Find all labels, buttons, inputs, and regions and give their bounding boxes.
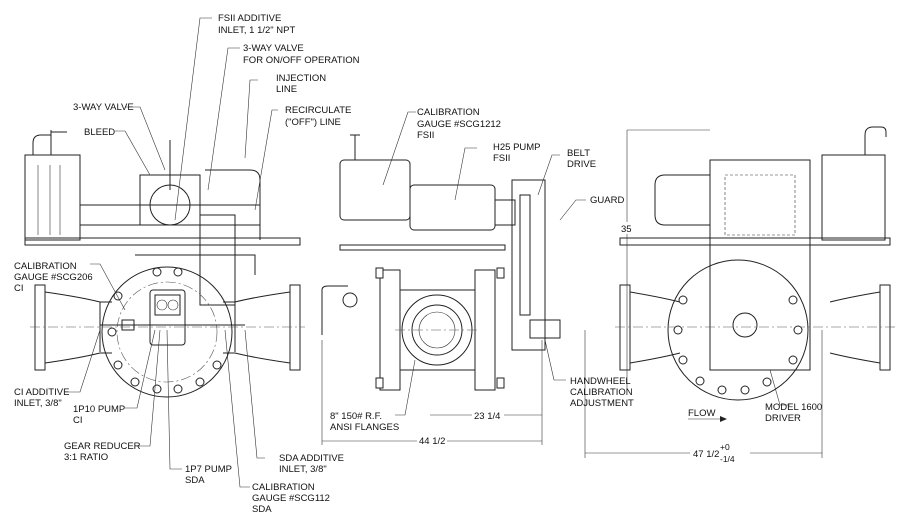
side-view (321, 134, 561, 391)
leader-lines (65, 17, 790, 488)
label-flanges: 8" 150# R.F.ANSI FLANGES (330, 411, 399, 433)
label-guard: GUARD (590, 195, 624, 206)
dim-tol-plus: +0 (720, 442, 730, 452)
dim-overall-length: 47 1/2 (693, 449, 719, 460)
dimension-texts: 35 23 1/4 44 1/2 47 1/2 +0 -1/4 (417, 222, 750, 467)
bolt-circle-right (673, 295, 803, 395)
label-bleed: BLEED (84, 127, 115, 138)
front-view (24, 130, 305, 398)
dim-height: 35 (621, 224, 632, 235)
bolt-circle-left (107, 267, 222, 394)
rear-view (615, 126, 895, 401)
label-recirculate-line: RECIRCULATE("OFF") LINE (285, 105, 351, 128)
dim-tol-minus: -1/4 (720, 454, 735, 464)
dim-half-width: 23 1/4 (474, 411, 500, 422)
label-three-way-valve: 3-WAY VALVE (73, 102, 134, 113)
dim-side-width: 44 1/2 (419, 436, 445, 447)
label-flow: FLOW (688, 408, 715, 419)
